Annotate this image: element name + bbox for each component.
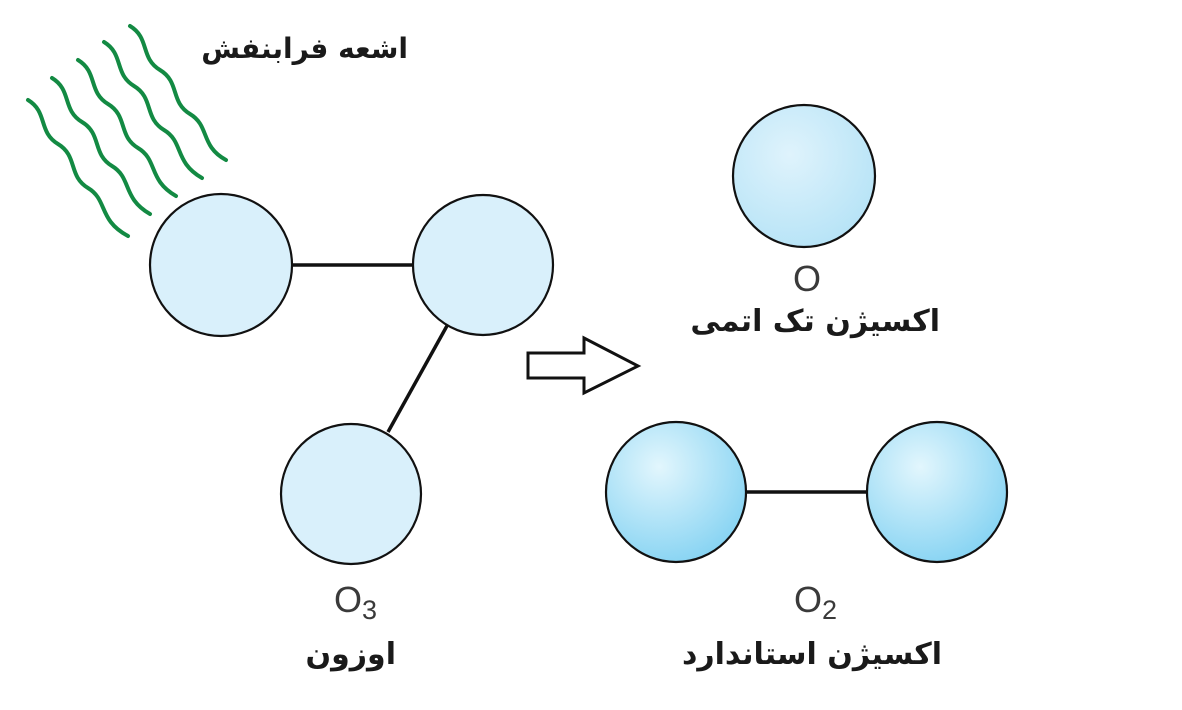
atomic-oxygen-formula: O xyxy=(793,258,821,299)
uv-wave-5 xyxy=(128,24,228,162)
o2-atom-left xyxy=(604,420,748,564)
atomic-oxygen-atom xyxy=(731,103,877,249)
reaction-arrow xyxy=(526,335,642,396)
ozone-formula: O3 xyxy=(334,579,377,625)
ozone-formula-main: O xyxy=(334,579,362,620)
ozone-bond-diagonal xyxy=(386,323,450,433)
uv-wave-1 xyxy=(26,98,130,238)
ozone-formula-subscript: 3 xyxy=(362,595,377,625)
uv-label: اشعه فرابنفش xyxy=(201,32,408,65)
ozone-atom-2 xyxy=(411,193,555,337)
uv-waves xyxy=(26,24,228,238)
uv-wave-4 xyxy=(102,40,204,180)
atomic-oxygen-name: اکسیژن تک اتمی xyxy=(690,304,940,339)
ozone-name: اوزون xyxy=(306,637,396,672)
o2-formula-subscript: 2 xyxy=(822,595,837,625)
uv-wave-3 xyxy=(76,58,178,198)
ozone-atom-1 xyxy=(148,192,294,338)
o2-formula: O2 xyxy=(794,579,837,625)
o2-atom-right xyxy=(865,420,1009,564)
ozone-molecule xyxy=(148,192,555,566)
o2-molecule xyxy=(604,420,1009,564)
o2-formula-main: O xyxy=(794,579,822,620)
ozone-bonds xyxy=(292,263,450,433)
ozone-atom-3 xyxy=(279,422,423,566)
o2-name: اکسیژن استاندارد xyxy=(682,637,942,672)
uv-wave-2 xyxy=(50,76,152,216)
